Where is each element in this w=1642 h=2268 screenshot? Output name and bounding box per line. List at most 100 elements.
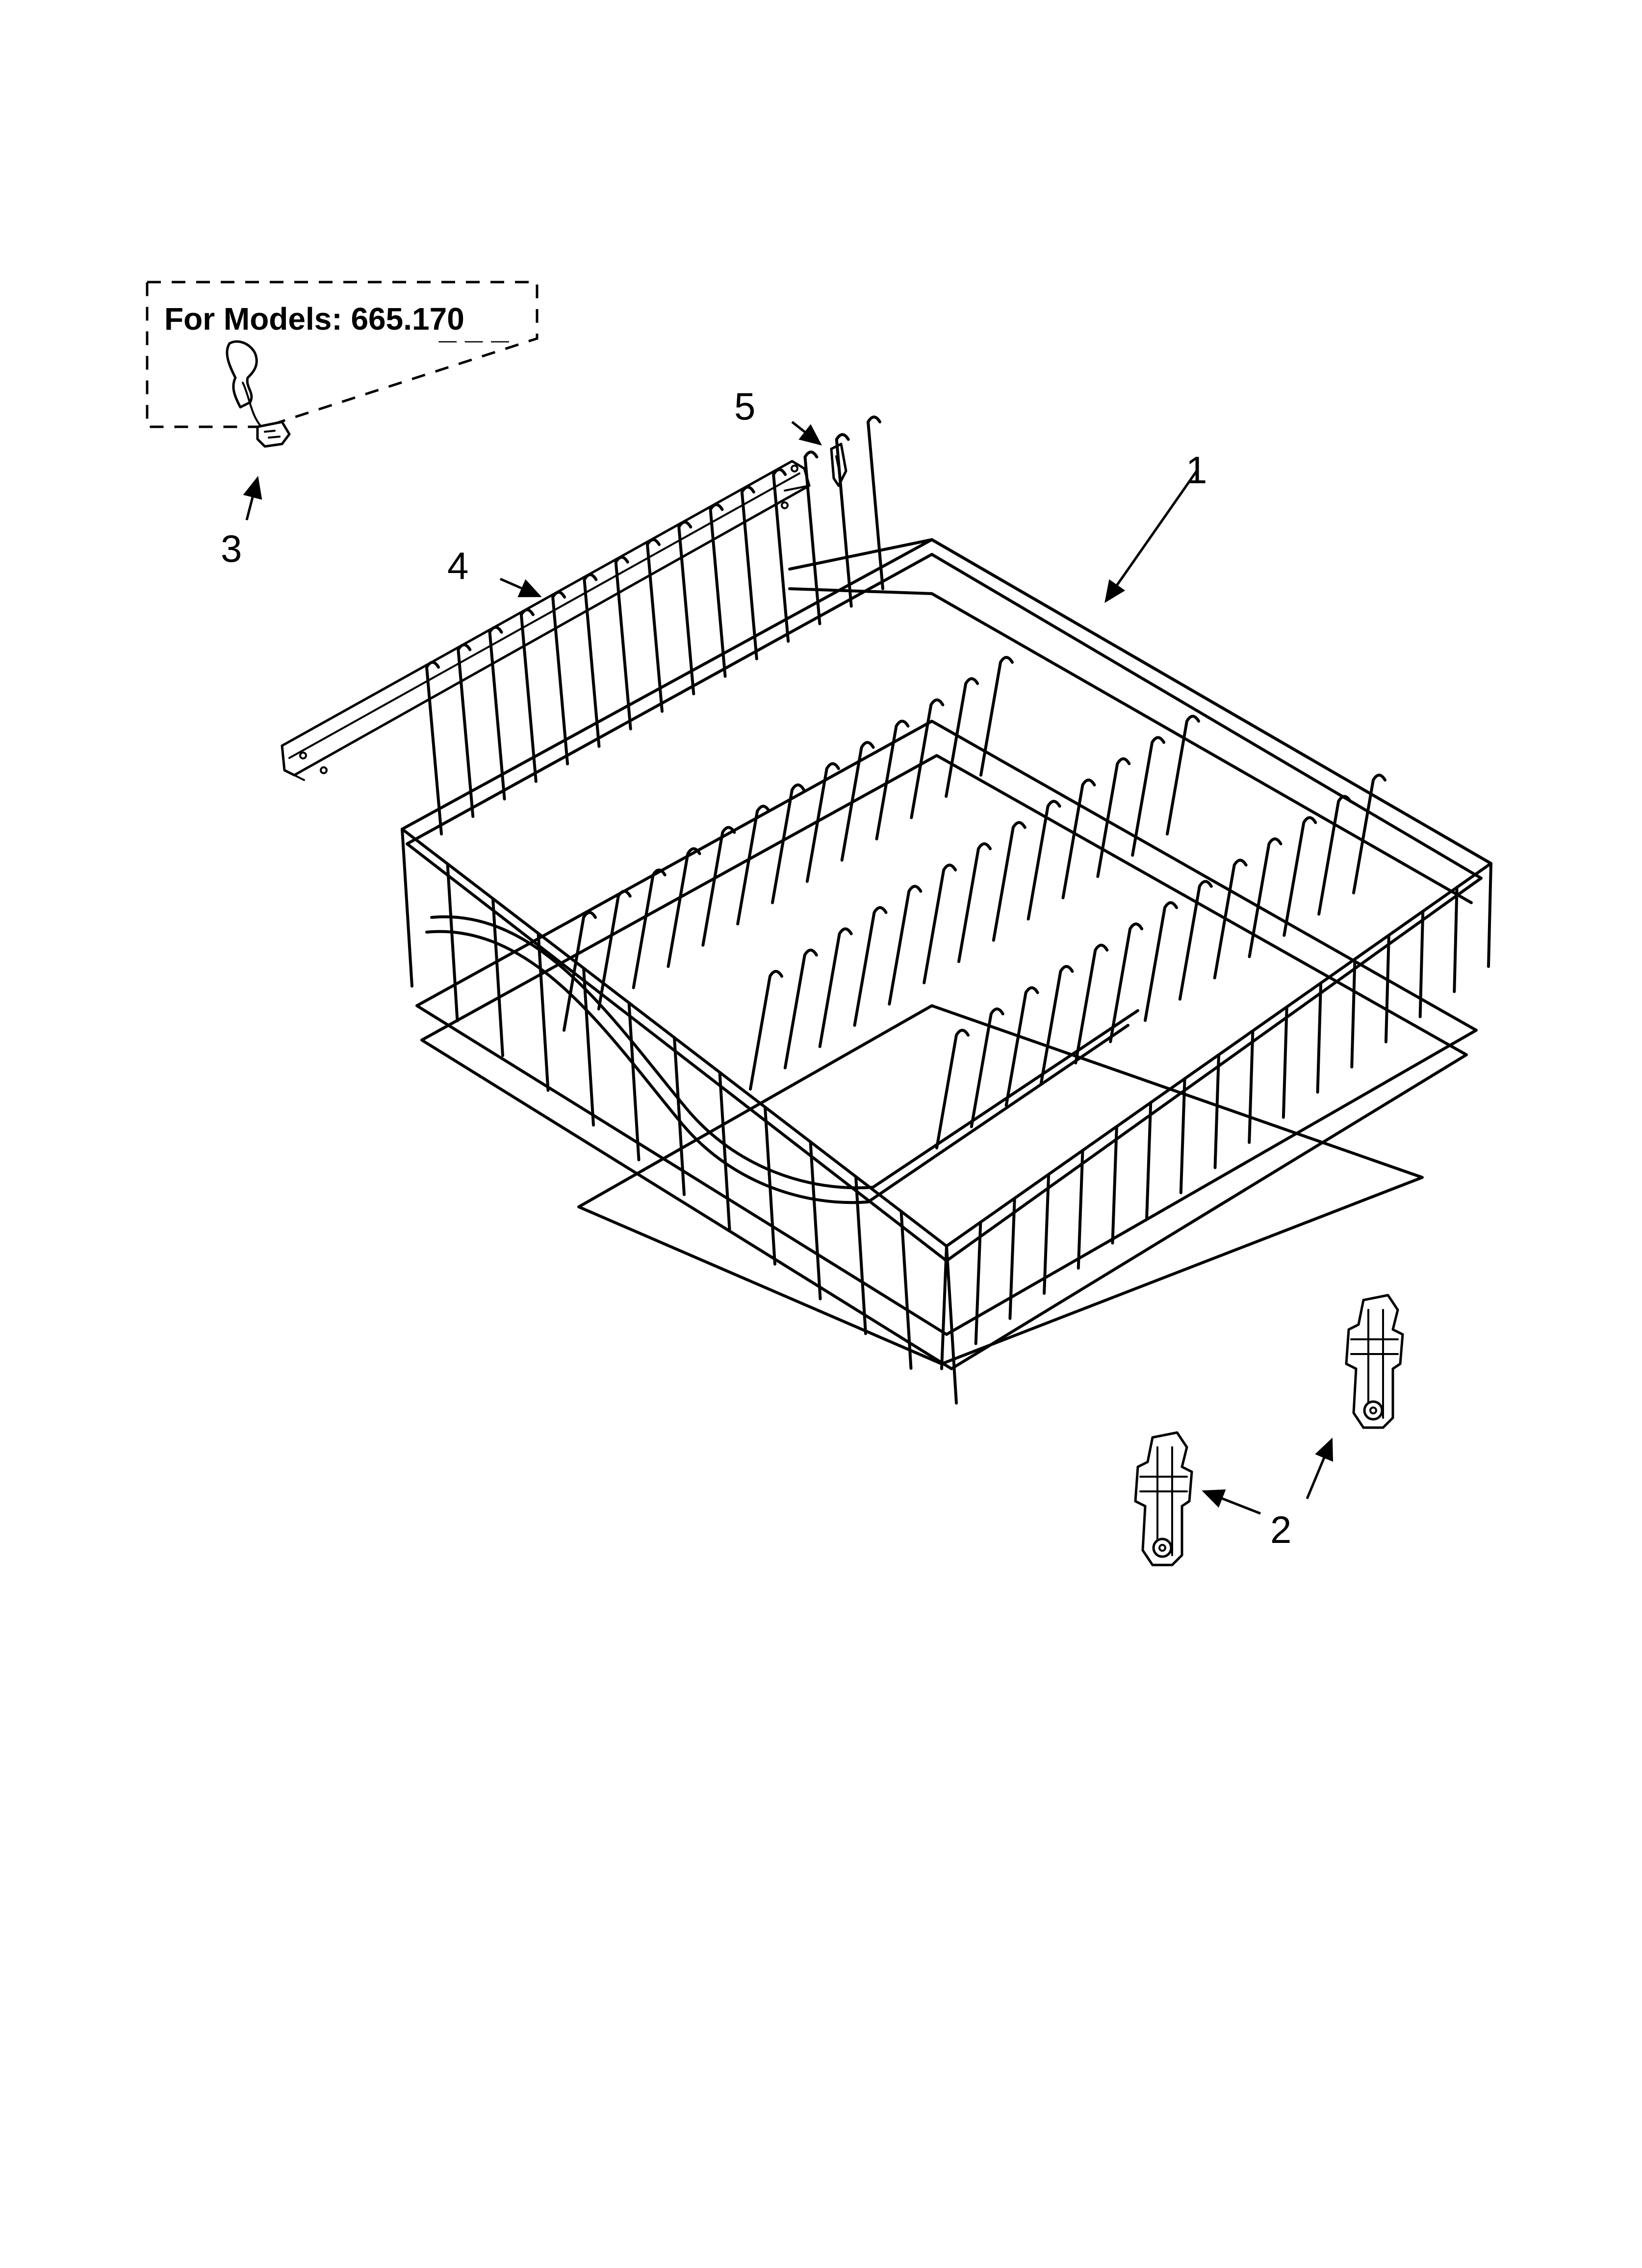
rack-back-tine bbox=[772, 468, 790, 643]
rack-left-post bbox=[945, 1245, 958, 1405]
rack-inner-tine bbox=[935, 1029, 970, 1149]
rack-back-tine bbox=[803, 450, 821, 626]
callout-4-leader bbox=[499, 577, 542, 598]
rack-inner-tine bbox=[701, 826, 736, 947]
callout-4: 4 bbox=[447, 544, 468, 587]
rack-inner-tine bbox=[1317, 795, 1352, 916]
rack-back-tine bbox=[646, 538, 664, 713]
rack-left-post bbox=[491, 897, 504, 1057]
rack-inner-tine bbox=[563, 911, 597, 1032]
rack-inner-tine bbox=[632, 868, 667, 990]
upper-rack-part bbox=[401, 416, 1492, 1405]
rack-front-post bbox=[1008, 1197, 1016, 1320]
rack-inner-tine bbox=[1061, 779, 1096, 899]
rack-inner-tine bbox=[1178, 880, 1213, 1001]
callout-3-leader bbox=[243, 476, 262, 521]
rack-inner-tine bbox=[910, 698, 945, 819]
rack-inner-tine bbox=[749, 970, 783, 1091]
callout-2-leader-left bbox=[1202, 1489, 1261, 1515]
rack-inner-tine bbox=[1074, 943, 1109, 1065]
rack-left-post bbox=[537, 932, 550, 1092]
rack-left-post bbox=[673, 1036, 686, 1196]
rack-back-tine bbox=[488, 626, 506, 801]
rack-inner-tine bbox=[923, 863, 957, 985]
callout-2-leader-right bbox=[1306, 1437, 1334, 1499]
rack-front-post bbox=[1213, 1053, 1220, 1169]
rack-front-post bbox=[1111, 1125, 1118, 1245]
rack-inner-tine bbox=[597, 889, 632, 1011]
rack-back-tine bbox=[457, 643, 475, 818]
rack-inner-tine bbox=[979, 656, 1014, 777]
rack-inner-tine bbox=[1144, 901, 1178, 1022]
rack-inner-tine bbox=[992, 821, 1026, 942]
rack-back-tine bbox=[583, 573, 601, 748]
rack-back-tine bbox=[709, 503, 727, 678]
rack-front-post bbox=[1077, 1149, 1084, 1270]
rack-inner-tine bbox=[667, 847, 701, 968]
rack-inner-tine bbox=[1004, 986, 1039, 1107]
rack-inner-tine bbox=[853, 906, 888, 1027]
rack-inner-tine bbox=[840, 741, 875, 862]
callout-1-leader bbox=[1104, 470, 1198, 603]
rack-left-post bbox=[446, 862, 459, 1022]
models-blank: _ _ _ bbox=[438, 310, 510, 345]
callout-5-leader bbox=[791, 421, 822, 446]
rack-inner-tine bbox=[1283, 816, 1317, 937]
callout-5: 5 bbox=[734, 385, 755, 428]
rack-left-post bbox=[899, 1210, 913, 1370]
wire-harness-clip-part bbox=[226, 340, 291, 448]
rack-inner-tine bbox=[945, 677, 979, 798]
rack-front-post bbox=[1350, 958, 1357, 1069]
rack-inner-tine bbox=[736, 805, 771, 926]
rack-front-post bbox=[1453, 886, 1459, 993]
rack-left-post bbox=[582, 966, 595, 1127]
rack-front-post bbox=[974, 1221, 982, 1345]
rack-left-post bbox=[627, 1001, 641, 1162]
rack-inner-tine bbox=[888, 885, 923, 1006]
rack-front-post bbox=[1384, 934, 1390, 1043]
rack-front-post bbox=[1043, 1173, 1051, 1295]
rack-inner-tine bbox=[1039, 965, 1074, 1086]
callout-2: 2 bbox=[1270, 1508, 1291, 1551]
rack-back-tine bbox=[519, 608, 538, 783]
rack-back-tine bbox=[551, 591, 569, 766]
rack-left-post bbox=[809, 1140, 822, 1301]
rack-inner-tine bbox=[1131, 736, 1166, 857]
callout-1: 1 bbox=[1186, 448, 1207, 492]
rack-inner-tine bbox=[957, 842, 992, 963]
rack-front-post bbox=[1145, 1101, 1153, 1220]
inset-dashed-border bbox=[146, 281, 539, 428]
callout-3: 3 bbox=[221, 527, 242, 570]
rack-inner-tine bbox=[1248, 837, 1283, 958]
rack-inner-tine bbox=[1213, 859, 1248, 980]
rack-back-tine bbox=[867, 416, 884, 590]
rack-front-post bbox=[1316, 981, 1323, 1094]
rack-inner-tine bbox=[783, 948, 818, 1069]
rack-inner-tine bbox=[970, 1007, 1004, 1128]
rack-front-post bbox=[1248, 1029, 1255, 1144]
rack-inner-tine bbox=[771, 783, 805, 904]
rack-inner-tine bbox=[875, 720, 910, 840]
rack-inner-tine bbox=[1109, 922, 1144, 1043]
rack-back-tine bbox=[740, 485, 758, 660]
rack-adjuster-part-right bbox=[1345, 1294, 1404, 1429]
rack-inner-tine bbox=[1026, 800, 1061, 921]
rack-back-tine bbox=[425, 661, 443, 835]
rack-inner-tine bbox=[1166, 715, 1200, 835]
rack-left-post bbox=[401, 828, 413, 988]
rack-front-post bbox=[1179, 1077, 1186, 1195]
rack-front-post bbox=[940, 1245, 948, 1370]
rack-front-post bbox=[1487, 862, 1492, 968]
rack-adjuster-part-left bbox=[1134, 1431, 1193, 1566]
rack-inner-tine bbox=[1352, 774, 1386, 894]
models-inset: For Models: 665.170 _ _ _ 3 bbox=[146, 281, 539, 570]
rack-front-post bbox=[1418, 910, 1425, 1018]
rack-rail-part bbox=[281, 460, 811, 781]
rack-inner-tine bbox=[1096, 757, 1131, 878]
rack-front-post bbox=[1282, 1005, 1288, 1119]
rack-back-tine bbox=[614, 555, 632, 730]
models-label: For Models: 665.170 bbox=[164, 301, 464, 337]
rack-back-tine bbox=[835, 433, 853, 608]
rack-back-tine bbox=[677, 521, 695, 696]
